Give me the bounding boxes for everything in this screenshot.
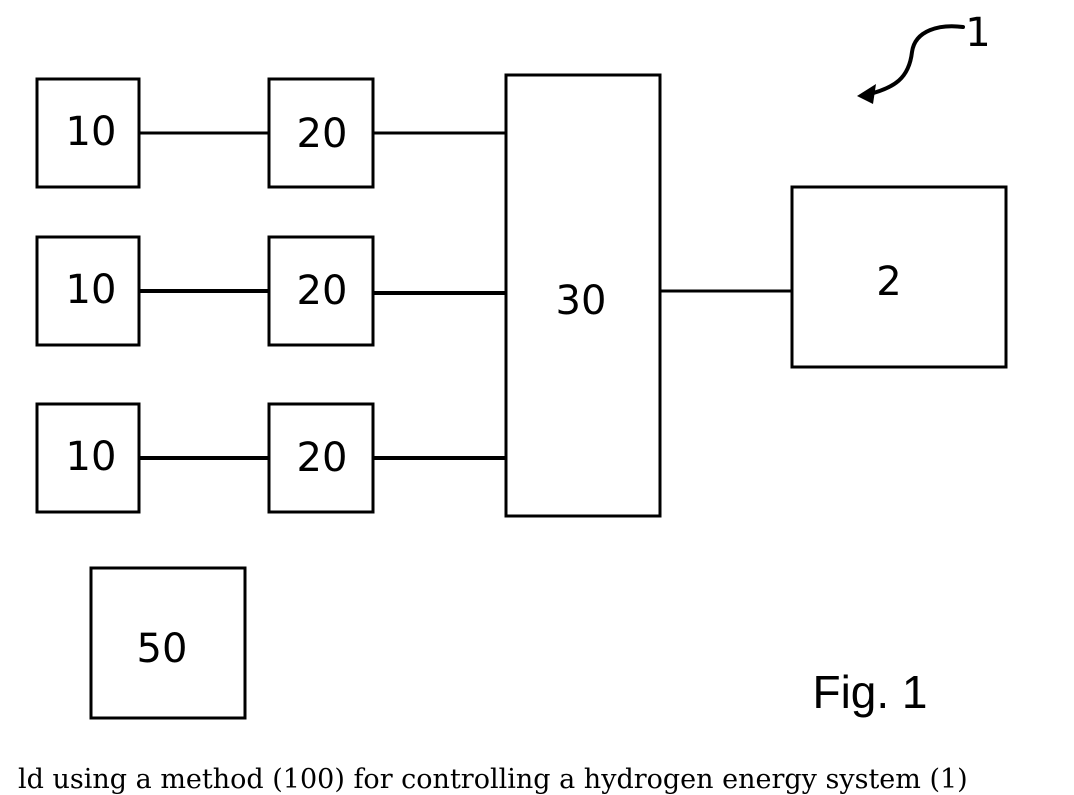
unit-10-top-label: 10 <box>66 109 117 155</box>
reference-numeral-label: 1 <box>965 10 990 56</box>
unit-20-top-label: 20 <box>297 111 348 157</box>
figure-label: Fig. 1 <box>812 666 927 718</box>
unit-2-label: 2 <box>876 259 901 305</box>
leader-arrowhead-icon <box>857 84 876 104</box>
caption-text: ld using a method (100) for controlling … <box>18 764 1074 795</box>
unit-10-mid-label: 10 <box>66 267 117 313</box>
unit-20-mid-label: 20 <box>297 268 348 314</box>
unit-30-label: 30 <box>556 278 607 324</box>
leader-curve-icon <box>866 26 963 95</box>
unit-10-bottom-label: 10 <box>66 434 117 480</box>
unit-20-bottom-label: 20 <box>297 435 348 481</box>
unit-50-label: 50 <box>137 626 188 672</box>
